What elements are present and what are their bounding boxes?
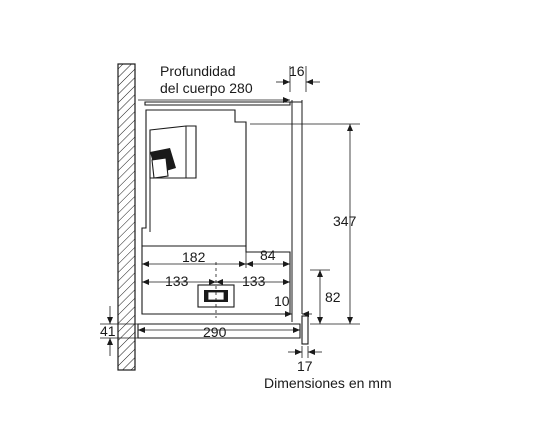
label-182: 182: [182, 249, 206, 265]
label-17: 17: [297, 358, 313, 374]
dimension-labels: Profundidad del cuerpo 280 16 347 182 84…: [100, 63, 392, 391]
label-16: 16: [289, 63, 305, 79]
label-10: 10: [274, 293, 290, 309]
label-depth-line2: del cuerpo 280: [160, 80, 253, 96]
dimension-lines: [100, 66, 360, 358]
label-347: 347: [333, 213, 357, 229]
filter-unit: [197, 262, 235, 318]
label-depth-line1: Profundidad: [160, 63, 236, 79]
label-41: 41: [100, 323, 116, 339]
wall: [117, 63, 136, 371]
label-133-left: 133: [165, 273, 189, 289]
label-133-right: 133: [242, 273, 266, 289]
label-84: 84: [260, 247, 276, 263]
caption-units: Dimensiones en mm: [264, 375, 392, 391]
label-82: 82: [325, 289, 341, 305]
label-290: 290: [203, 324, 227, 340]
